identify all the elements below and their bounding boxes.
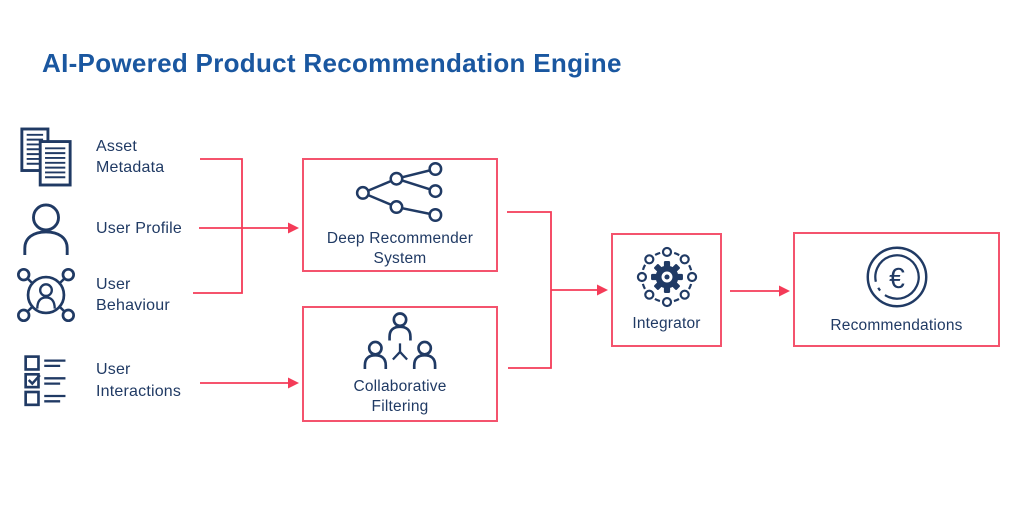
node-recommendations: € Recommendations bbox=[793, 232, 1000, 347]
input-user-behaviour: User Behaviour bbox=[12, 263, 188, 327]
euro-coin-icon: € bbox=[864, 244, 930, 310]
node-label-deep-recommender: Deep Recommender System bbox=[326, 230, 474, 267]
arrowhead-to-integrator bbox=[597, 284, 608, 296]
input-asset-metadata: Asset Metadata bbox=[12, 126, 188, 188]
arrowhead-to-recommendations bbox=[779, 285, 790, 297]
arrowhead-to-collaborative bbox=[288, 377, 299, 389]
node-label-recommendations: Recommendations bbox=[830, 316, 963, 334]
node-collaborative-filtering: Collaborative Filtering bbox=[302, 306, 498, 422]
input-label-user-interactions: User Interactions bbox=[96, 361, 182, 400]
gear-network-icon bbox=[636, 246, 698, 308]
input-label-asset-metadata: Asset Metadata bbox=[96, 137, 165, 177]
node-label-collaborative-filtering: Collaborative Filtering bbox=[353, 377, 447, 415]
node-label-integrator: Integrator bbox=[632, 315, 701, 332]
input-user-profile: User Profile bbox=[12, 201, 206, 257]
input-label-user-behaviour: User Behaviour bbox=[96, 275, 170, 315]
node-integrator: Integrator bbox=[611, 233, 722, 347]
documents-icon bbox=[12, 126, 80, 188]
input-label-user-profile: User Profile bbox=[96, 220, 182, 238]
arrowhead-to-deep-recommender bbox=[288, 222, 299, 234]
input-user-interactions: User Interactions bbox=[12, 353, 192, 408]
neural-network-icon bbox=[354, 161, 446, 223]
models-merge-bracket bbox=[507, 211, 552, 369]
people-group-icon bbox=[363, 311, 437, 371]
inputs-bracket bbox=[193, 158, 243, 294]
checklist-icon bbox=[12, 353, 80, 408]
svg-text:€: € bbox=[889, 261, 905, 293]
user-icon bbox=[12, 201, 80, 257]
node-deep-recommender-system: Deep Recommender System bbox=[302, 158, 498, 272]
user-network-icon bbox=[12, 263, 80, 327]
page-title: AI-Powered Product Recommendation Engine bbox=[42, 48, 622, 78]
